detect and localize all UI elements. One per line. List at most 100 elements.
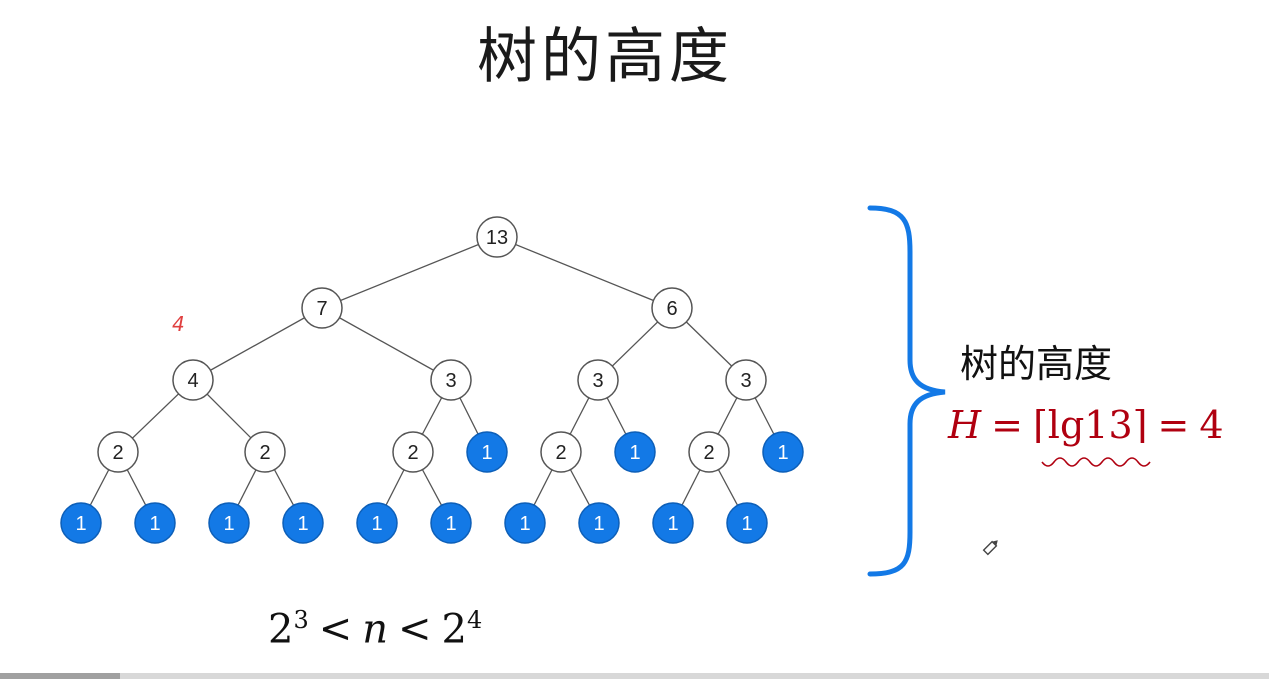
- node-label: 3: [592, 370, 603, 392]
- tree-node-n3c: 3: [725, 359, 767, 401]
- node-label: 3: [445, 370, 456, 392]
- tree-node-n7: 7: [301, 287, 343, 329]
- node-circle: [540, 431, 582, 473]
- tree-node-n3b: 3: [577, 359, 619, 401]
- video-progress-track[interactable]: [0, 673, 1269, 679]
- node-label: 1: [297, 513, 308, 535]
- node-circle: [60, 502, 102, 544]
- node-circle: [652, 502, 694, 544]
- node-label: 4: [187, 370, 198, 392]
- node-label: 1: [667, 513, 678, 535]
- node-circle: [476, 216, 518, 258]
- tree-leaf-l7: 1: [504, 502, 546, 544]
- node-circle: [578, 502, 620, 544]
- handwritten-annotation: 4: [172, 312, 185, 336]
- page-title: 树的高度: [477, 22, 733, 92]
- pencil-cursor-icon: [982, 540, 998, 556]
- tree-leaf-n1b: 1: [614, 431, 656, 473]
- tree-edge-n7-n4: [192, 307, 323, 381]
- tree-leaf-l1: 1: [60, 502, 102, 544]
- tree-leaf-l10: 1: [726, 502, 768, 544]
- tree-node-n13: 13: [476, 216, 518, 258]
- tree-node-n2a: 2: [97, 431, 139, 473]
- node-label: 1: [75, 513, 86, 535]
- node-label: 6: [666, 298, 677, 320]
- ineq-lt-2: <: [398, 606, 432, 653]
- tree-leaf-l9: 1: [652, 502, 694, 544]
- node-label: 2: [112, 442, 123, 464]
- node-circle: [726, 502, 768, 544]
- node-label: 7: [316, 298, 327, 320]
- node-label: 2: [407, 442, 418, 464]
- tree-node-n6: 6: [651, 287, 693, 329]
- tree-edge-n13-n6: [496, 236, 673, 309]
- tree-edge-n13-n7: [321, 236, 498, 309]
- ineq-exp-2: 4: [466, 606, 483, 634]
- node-circle: [762, 431, 804, 473]
- tree-node-n2e: 2: [688, 431, 730, 473]
- node-label: 2: [555, 442, 566, 464]
- node-circle: [356, 502, 398, 544]
- node-label: 2: [259, 442, 270, 464]
- node-label: 1: [741, 513, 752, 535]
- formula-variable: H: [948, 403, 982, 447]
- tree-nodes: 13 7 6 4 3 3 3 2 2 2 1 2 1 2 1 1 1 1 1 1 1 1 1 1 1: [60, 216, 804, 544]
- node-circle: [134, 502, 176, 544]
- node-label: 3: [740, 370, 751, 392]
- node-circle: [172, 359, 214, 401]
- tree-node-n2d: 2: [540, 431, 582, 473]
- node-label: 1: [149, 513, 160, 535]
- node-label: 1: [223, 513, 234, 535]
- tree-node-n2c: 2: [392, 431, 434, 473]
- node-circle: [430, 502, 472, 544]
- node-label: 1: [481, 442, 492, 464]
- tree-leaf-l8: 1: [578, 502, 620, 544]
- node-circle: [651, 287, 693, 329]
- formula-equals: =: [991, 403, 1023, 447]
- height-formula: H=⌈lg13⌉=4: [948, 403, 1224, 447]
- node-circle: [430, 359, 472, 401]
- formula-ceiling: ⌈lg13⌉: [1032, 403, 1148, 447]
- tree-leaf-l2: 1: [134, 502, 176, 544]
- node-circle: [208, 502, 250, 544]
- height-label: 树的高度: [960, 342, 1113, 386]
- ineq-exp-1: 3: [293, 606, 309, 634]
- video-progress-fill: [0, 673, 120, 679]
- node-label: 1: [777, 442, 788, 464]
- tree-node-n3a: 3: [430, 359, 472, 401]
- ineq-var: n: [362, 606, 389, 653]
- tree-leaf-n1a: 1: [466, 431, 508, 473]
- node-label: 1: [371, 513, 382, 535]
- node-label: 1: [593, 513, 604, 535]
- underline-squiggle-icon: [1041, 457, 1151, 467]
- node-circle: [301, 287, 343, 329]
- tree-node-n4: 4: [172, 359, 214, 401]
- formula-equals-2: =: [1157, 403, 1190, 447]
- node-label: 13: [486, 227, 508, 249]
- formula-result: 4: [1199, 403, 1224, 447]
- node-circle: [97, 431, 139, 473]
- tree-edge-n7-n3a: [321, 307, 452, 381]
- node-label: 1: [519, 513, 530, 535]
- node-label: 1: [629, 442, 640, 464]
- node-circle: [725, 359, 767, 401]
- tree-leaf-l5: 1: [356, 502, 398, 544]
- ineq-base-2: 2: [441, 606, 467, 653]
- tree-node-n2b: 2: [244, 431, 286, 473]
- curly-brace-icon: [867, 205, 946, 577]
- tree-leaf-n1c: 1: [762, 431, 804, 473]
- ineq-lt-1: <: [318, 606, 353, 653]
- node-circle: [504, 502, 546, 544]
- node-circle: [282, 502, 324, 544]
- node-label: 2: [703, 442, 714, 464]
- node-circle: [614, 431, 656, 473]
- node-circle: [688, 431, 730, 473]
- node-circle: [244, 431, 286, 473]
- node-circle: [577, 359, 619, 401]
- ineq-base-1: 2: [268, 606, 294, 653]
- bottom-inequality: 23<n<24: [268, 606, 482, 652]
- tree-leaf-l3: 1: [208, 502, 250, 544]
- node-circle: [466, 431, 508, 473]
- node-label: 1: [445, 513, 456, 535]
